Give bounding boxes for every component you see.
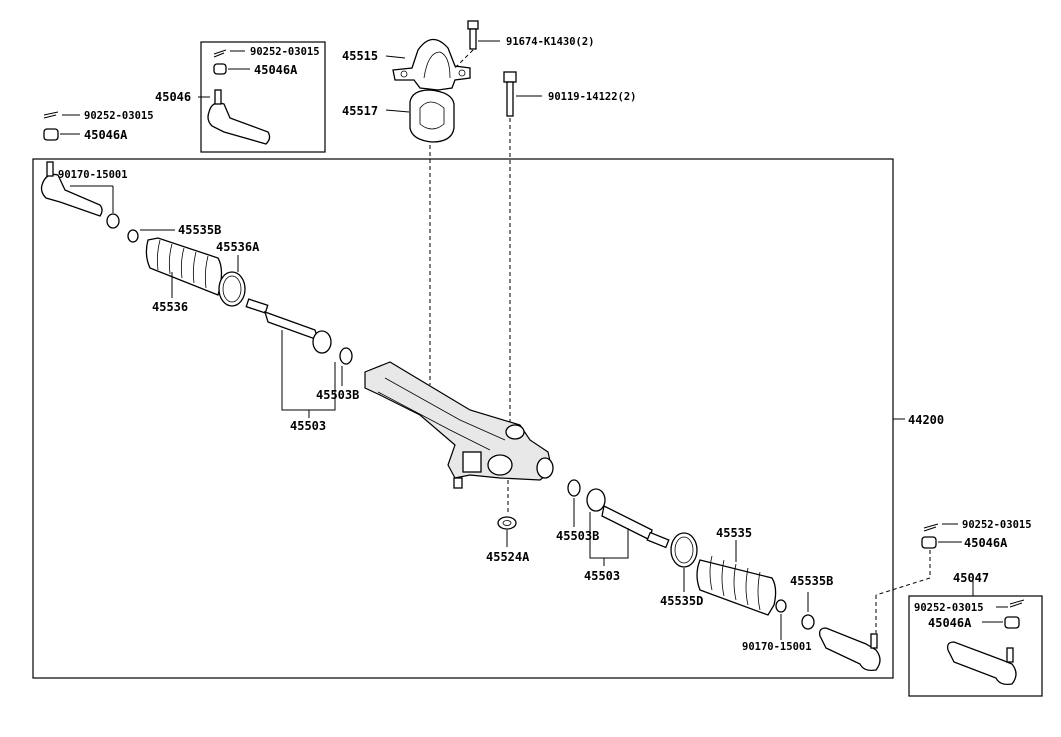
label-clip-left: 45535B: [178, 223, 221, 237]
label-clip-right: 45535B: [790, 574, 833, 588]
label-nut-right: 45046A: [964, 536, 1008, 550]
label-nut-box-right: 45046A: [928, 616, 972, 630]
label-washer-left: 45503B: [316, 388, 359, 402]
tie-rod-end-box-left-part: [207, 89, 271, 145]
label-locknut-right: 90170-15001: [742, 641, 812, 653]
label-cotter-pin-box-right: 90252-03015: [914, 602, 984, 614]
clip-left-part: [127, 229, 139, 243]
label-tie-rod-right: 45503: [584, 569, 620, 583]
label-tie-rod-left: 45503: [290, 419, 326, 433]
label-bolt-a: 91674-K1430(2): [506, 36, 595, 48]
tie-rod-end-left-part: [40, 161, 103, 217]
nut-right-part: [921, 536, 937, 549]
washer-right-part: [567, 479, 581, 497]
bracket-part: [392, 38, 471, 91]
label-boot-right: 45535: [716, 526, 752, 540]
rack-housing-part: [364, 361, 554, 489]
label-tie-rod-end-set-left: 45046: [155, 90, 191, 104]
boot-right-part: [696, 555, 777, 616]
label-boot-left: 45536: [152, 300, 188, 314]
cotter-pin-left-part: [43, 111, 59, 119]
cotter-pin-right-part: [923, 523, 939, 532]
tie-rod-left-part: [245, 298, 332, 354]
label-bracket: 45515: [342, 49, 378, 63]
label-locknut-left: 90170-15001: [58, 169, 128, 181]
bolt-a-part: [467, 20, 479, 50]
label-washer-right-text: 45503B: [556, 529, 599, 543]
label-bolt-b: 90119-14122(2): [548, 91, 637, 103]
clip-right-part: [775, 599, 787, 613]
label-nut-left: 45046A: [84, 128, 128, 142]
bolt-b-part: [503, 71, 517, 117]
seal-ring-part: [497, 516, 517, 530]
label-seal-ring: 45524A: [486, 550, 530, 564]
tie-rod-right-part: [586, 488, 670, 549]
label-nut-box-left: 45046A: [254, 63, 298, 77]
label-boot-clamp-right: 45535D: [660, 594, 703, 608]
bushing-part: [409, 89, 455, 143]
label-bushing: 45517: [342, 104, 378, 118]
washer-left-part: [339, 347, 353, 365]
tie-rod-end-set-right-box: [908, 595, 1043, 697]
label-tie-rod-end-set-right: 45047: [953, 571, 989, 585]
label-assembly: 44200: [908, 413, 944, 427]
label-boot-clamp-left: 45536A: [216, 240, 260, 254]
nut-left-part: [43, 128, 59, 141]
locknut-right-part: [801, 614, 815, 630]
label-cotter-pin-right: 90252-03015: [962, 519, 1032, 531]
label-cotter-pin-left: 90252-03015: [84, 110, 154, 122]
boot-left-part: [145, 237, 223, 296]
label-cotter-pin-box-left: 90252-03015: [250, 46, 320, 58]
tie-rod-end-box-right-part: [946, 641, 1017, 686]
tie-rod-end-right-part: [818, 627, 881, 672]
